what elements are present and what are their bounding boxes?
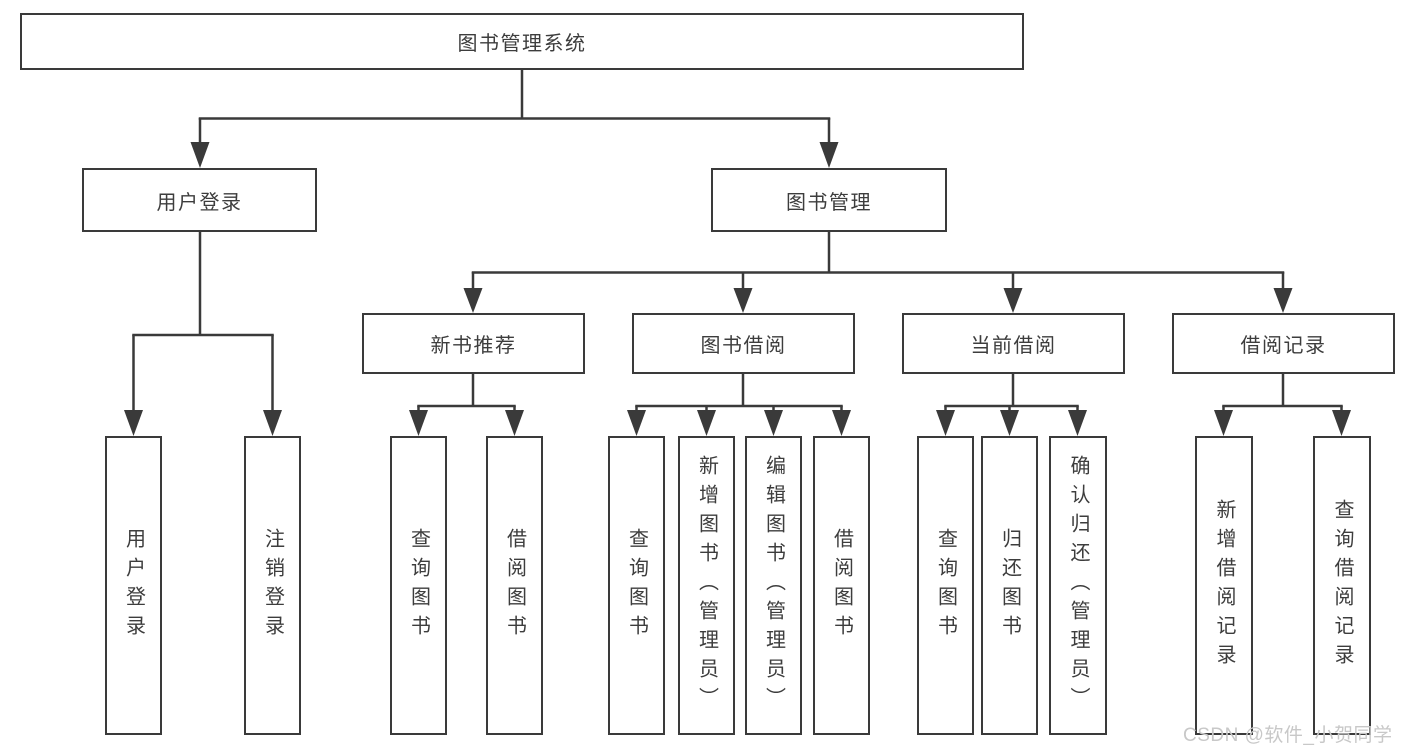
node-label: 新增图书（管理员） [695, 455, 718, 716]
node-label: 查询图书 [934, 527, 957, 644]
node-label: 图书借阅 [700, 335, 787, 357]
node-user-login: 用户登录 [82, 168, 317, 232]
leaf-borrow-books: 借阅图书 [813, 436, 870, 735]
node-label: 用户登录 [156, 191, 243, 214]
leaf-query-books-borrow: 查询图书 [608, 436, 665, 735]
leaf-user-login: 用户登录 [105, 436, 162, 735]
node-label: 借阅图书 [830, 527, 853, 644]
connector-root-to-level2 [190, 70, 839, 168]
node-label: 确认归还（管理员） [1067, 455, 1089, 716]
node-label: 查询图书 [407, 527, 430, 644]
node-label: 借阅记录 [1240, 335, 1327, 357]
node-label: 图书管理 [786, 191, 872, 214]
node-label: 注销登录 [261, 527, 284, 644]
leaf-add-borrow-record: 新增借阅记录 [1195, 436, 1253, 735]
node-book-borrow: 图书借阅 [632, 313, 855, 374]
node-label: 查询借阅记录 [1331, 498, 1353, 673]
leaf-confirm-return-admin: 确认归还（管理员） [1049, 436, 1107, 735]
node-borrow-records: 借阅记录 [1172, 313, 1395, 374]
leaf-query-books-recommend: 查询图书 [390, 436, 447, 735]
connector-bookmgmt-to-level3 [463, 232, 1293, 313]
leaf-return-books: 归还图书 [981, 436, 1038, 735]
node-label: 图书管理系统 [457, 33, 587, 55]
csdn-watermark: CSDN @软件_小贺同学 [1183, 725, 1393, 746]
leaf-query-books-current: 查询图书 [917, 436, 974, 735]
node-label: 编辑图书（管理员） [762, 455, 785, 716]
connector-currentborrow-to-leaves [936, 374, 1087, 436]
leaf-add-books-admin: 新增图书（管理员） [678, 436, 735, 735]
node-library-management-system: 图书管理系统 [20, 13, 1024, 70]
node-label: 当前借阅 [970, 335, 1057, 357]
node-book-management: 图书管理 [711, 168, 947, 232]
node-label: 借阅图书 [503, 527, 526, 644]
connector-userlogin-to-leaves [124, 232, 282, 436]
leaf-query-borrow-record: 查询借阅记录 [1313, 436, 1371, 735]
node-new-book-recommend: 新书推荐 [362, 313, 585, 374]
node-current-borrow: 当前借阅 [902, 313, 1125, 374]
node-label: 新增借阅记录 [1213, 498, 1235, 673]
node-label: 查询图书 [625, 527, 648, 644]
connector-newbook-to-leaves [409, 374, 524, 436]
leaf-logout: 注销登录 [244, 436, 301, 735]
connector-bookborrow-to-leaves [627, 374, 851, 436]
node-label: 归还图书 [998, 527, 1021, 644]
node-label: 用户登录 [122, 527, 145, 644]
leaf-edit-books-admin: 编辑图书（管理员） [745, 436, 802, 735]
leaf-borrow-books-recommend: 借阅图书 [486, 436, 543, 735]
node-label: 新书推荐 [430, 335, 517, 357]
connector-borrowrecords-to-leaves [1214, 374, 1351, 436]
